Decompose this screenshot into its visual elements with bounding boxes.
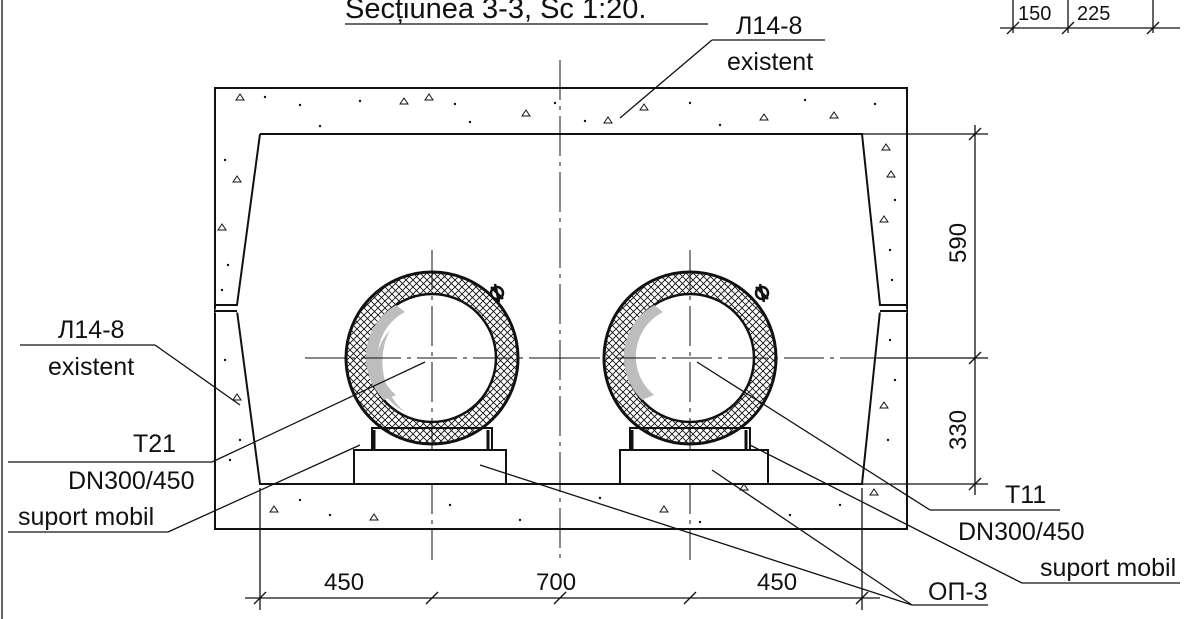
dim-height-330: 330 xyxy=(945,410,972,450)
pipe-right xyxy=(560,250,980,560)
pipe-right-size: DN300/450 xyxy=(958,518,1084,546)
channel-top-status: existent xyxy=(727,48,813,76)
concrete-channel xyxy=(214,87,908,530)
drawing-title: Secțiunea 3-3, Sc 1:20. xyxy=(345,0,646,25)
pipe-left xyxy=(305,250,560,560)
pipe-left-size: DN300/450 xyxy=(68,467,194,495)
support-block-code: ОП-3 xyxy=(928,578,988,606)
pipe-left-name: T21 xyxy=(133,430,176,458)
dim-width-450-left: 450 xyxy=(324,569,364,596)
channel-left-code: Л14-8 xyxy=(58,316,124,344)
label-support-block: ОП-3 xyxy=(479,464,988,606)
channel-top-code: Л14-8 xyxy=(736,12,802,40)
pipe-right-name: T11 xyxy=(1005,481,1046,509)
top-dimension-group: 150 225 xyxy=(1000,0,1180,35)
label-pipe-right: T11 DN300/450 suport mobil xyxy=(696,361,1180,584)
fitting-marker-left xyxy=(489,283,505,303)
pipe-left-support: suport mobil xyxy=(18,503,154,531)
label-channel-left: Л14-8 existent xyxy=(20,316,241,406)
support-block-right xyxy=(619,449,769,485)
label-pipe-left: T21 DN300/450 suport mobil xyxy=(8,361,426,533)
fitting-marker-right xyxy=(754,283,770,303)
channel-left-status: existent xyxy=(48,353,134,381)
label-channel-top: Л14-8 existent xyxy=(619,12,825,119)
pipe-right-shade xyxy=(623,305,663,400)
top-dim-150: 150 xyxy=(1018,3,1051,25)
vertical-dimensions: 590 330 xyxy=(862,125,988,495)
top-dim-225: 225 xyxy=(1077,3,1110,25)
dim-width-450-right: 450 xyxy=(757,569,797,596)
pipe-right-support: suport mobil xyxy=(1040,554,1176,582)
support-block-left xyxy=(353,449,507,485)
horizontal-dimensions: 450 700 450 xyxy=(245,488,880,610)
dim-height-590: 590 xyxy=(945,223,972,263)
dim-width-700: 700 xyxy=(536,569,576,596)
